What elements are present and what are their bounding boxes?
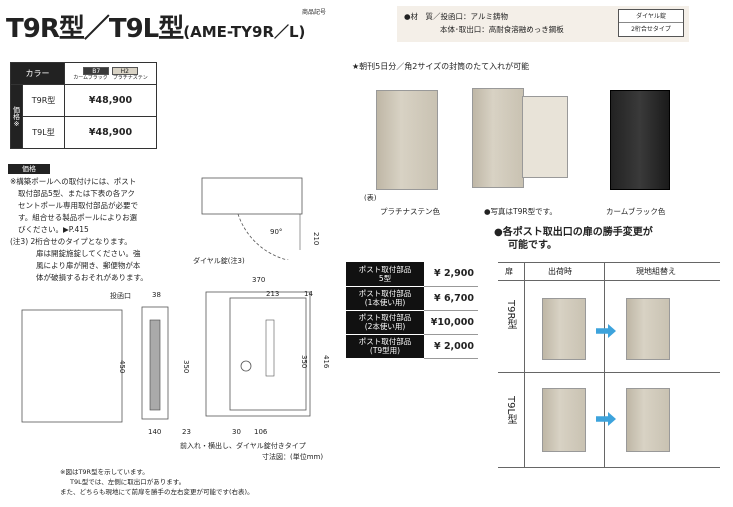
- caption-black: カームブラック色: [606, 207, 666, 216]
- col-shipping: 出荷時: [548, 267, 572, 276]
- price-table: カラー B7 H2 カームブラック プラチナステン 価格※ T9R型 ¥48,9…: [10, 62, 157, 149]
- photo-open-door: [522, 96, 568, 178]
- plan-view-drawing: [201, 177, 303, 260]
- photo-headline: ★朝刊5日分／角2サイズの封筒のたて入れが可能: [352, 62, 530, 71]
- swatch-black: B7: [83, 66, 110, 75]
- dim-450: 450: [118, 360, 126, 374]
- part-price: ¥ 6,700: [424, 286, 478, 311]
- footnotes: ※図はT9R型を示しています。 T9L型では、左側に取出口があります。 また、ど…: [60, 468, 254, 496]
- part-name: ポスト取付部品 (2本使い用): [346, 310, 424, 335]
- dim-140: 140: [148, 428, 162, 436]
- part-name: ポスト取付部品 5型: [346, 262, 424, 287]
- drawing-units: 寸法図：(単位mm): [262, 453, 324, 461]
- caption-front: (表): [364, 194, 377, 202]
- dim-350-right: 350: [300, 355, 308, 369]
- row-t9r: T9R型: [505, 300, 516, 330]
- part-price: ¥ 2,000: [424, 334, 478, 359]
- notes-block: ※構築ポールへの取付けには、ポスト 取付部品5型、または下表の各アク セントポー…: [10, 176, 188, 284]
- trademark-label: 商品記号: [302, 9, 327, 16]
- dim-210: 210: [312, 232, 320, 246]
- dial-lock-badge: ダイヤル錠 2桁合せタイプ: [618, 9, 684, 37]
- caption-photo-note: ●写真はT9R型です。: [484, 207, 557, 216]
- hinge-t9r-before: [542, 298, 586, 360]
- photo-open-body: [472, 88, 524, 188]
- dim-350-left: 350: [182, 360, 190, 374]
- front-view-drawing: [205, 291, 311, 417]
- photo-platinum: [376, 90, 438, 190]
- hinge-t9l-after: [626, 388, 670, 452]
- hinge-t9r-after: [626, 298, 670, 360]
- col-door: 扉: [505, 267, 513, 276]
- parts-table: ポスト取付部品 5型¥ 2,900 ポスト取付部品 (1本使い用)¥ 6,700…: [346, 262, 478, 359]
- model-t9r: T9R型: [22, 84, 65, 117]
- swatch-platinum: H2: [111, 66, 138, 75]
- photo-black: [610, 90, 670, 190]
- part-price: ¥ 2,900: [424, 262, 478, 287]
- dim-370: 370: [252, 276, 266, 284]
- caption-platinum: プラチナステン色: [380, 207, 440, 216]
- part-name: ポスト取付部品 (T9型用): [346, 334, 424, 359]
- dim-90: 90°: [270, 228, 283, 236]
- part-name: ポスト取付部品 (1本使い用): [346, 286, 424, 311]
- price-t9l: ¥48,900: [64, 116, 157, 149]
- hinge-t9l-before: [542, 388, 586, 452]
- model-t9l: T9L型: [22, 116, 65, 149]
- slot-label: 投函口: [110, 292, 131, 300]
- spec-text: ●材 質／投函口：アルミ鋳物 本体･取出口：高耐食溶融めっき鋼板: [404, 12, 564, 34]
- notes-heading: 価格: [8, 164, 50, 174]
- side-view-drawing: [21, 306, 169, 423]
- price-label: 価格※: [10, 84, 23, 149]
- dim-416: 416: [322, 355, 330, 369]
- dim-14: 14: [304, 290, 313, 298]
- dim-30: 30: [232, 428, 241, 436]
- dial-label: ダイヤル錠(注3): [193, 257, 245, 265]
- price-t9r: ¥48,900: [64, 84, 157, 117]
- col-site: 現地組替え: [636, 267, 676, 276]
- page-title: T9R型／T9L型(AME-TY9R／L): [6, 14, 306, 44]
- drawing-caption: 前入れ・横出し、ダイヤル錠付きタイプ: [180, 442, 306, 450]
- row-t9l: T9L型: [505, 396, 516, 425]
- dim-23: 23: [182, 428, 191, 436]
- part-price: ¥10,000: [424, 310, 478, 335]
- hinge-headline: ●各ポスト取出口の扉の勝手変更が 可能です。: [494, 227, 653, 251]
- page-ref-link[interactable]: びください。▶P.415: [18, 225, 89, 234]
- color-header: カラー: [10, 62, 65, 85]
- dim-38: 38: [152, 291, 161, 299]
- dim-106: 106: [254, 428, 268, 436]
- dim-213: 213: [266, 290, 280, 298]
- hinge-table: [498, 262, 720, 468]
